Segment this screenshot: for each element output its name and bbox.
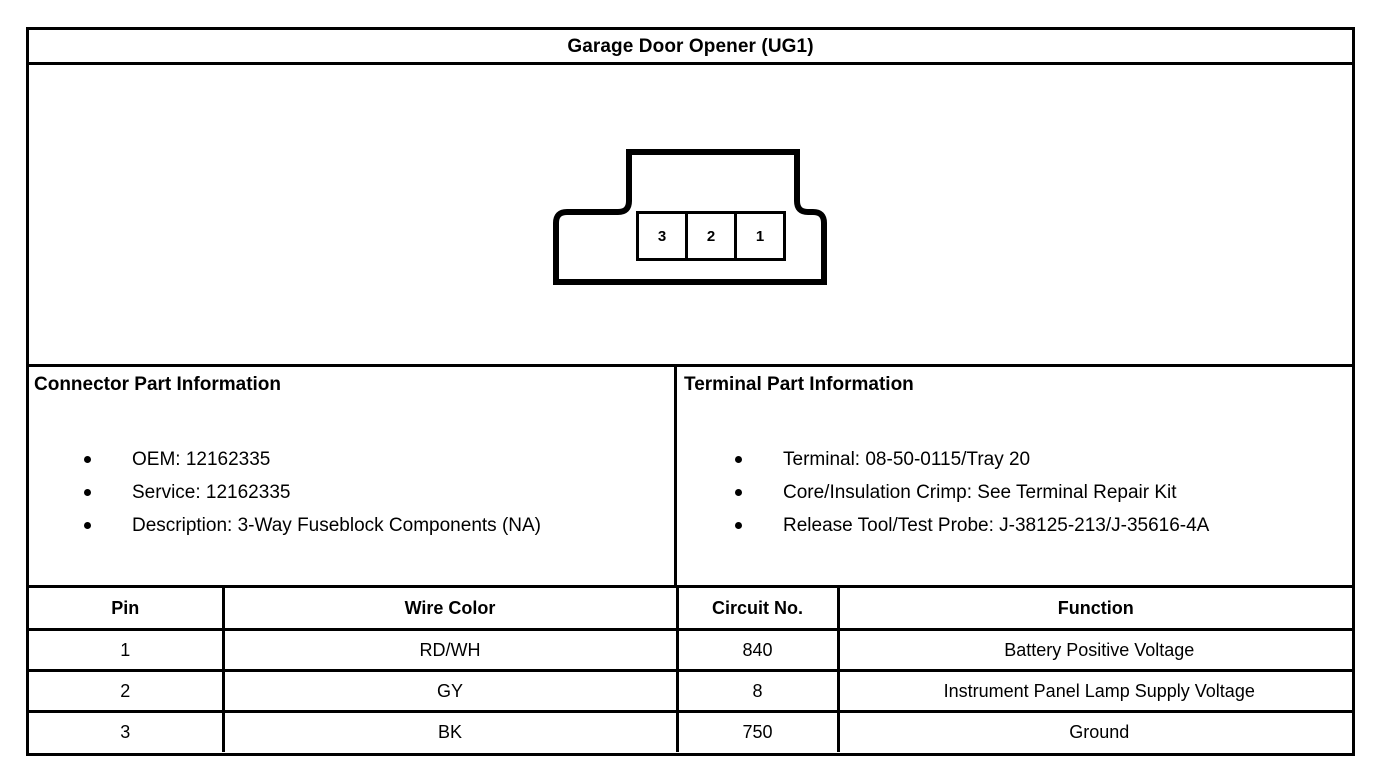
- cell-circuit-no: 8: [677, 670, 840, 713]
- cell-circuit-no: 750: [677, 711, 840, 752]
- connector-part-information-panel: Connector Part Information OEM: 12162335…: [29, 367, 677, 585]
- connector-diagram-panel: 3 2 1: [29, 65, 1352, 367]
- page-title: Garage Door Opener (UG1): [567, 35, 814, 57]
- pin-assignment-table: Pin Wire Color Circuit No. Function 1 RD…: [29, 588, 1352, 752]
- cell-function: Battery Positive Voltage: [838, 629, 1352, 672]
- connector-part-information-heading: Connector Part Information: [34, 374, 282, 395]
- bullet-icon: [84, 522, 91, 529]
- cell-circuit-no: 840: [677, 629, 840, 672]
- connector-cavity-2: 2: [688, 214, 737, 258]
- connector-cavity-3: 3: [639, 214, 688, 258]
- bullet-icon: [735, 489, 742, 496]
- connector-outline-icon: [553, 149, 827, 285]
- cell-pin: 2: [29, 670, 225, 713]
- terminal-number-text: Terminal: 08-50-0115/Tray 20: [783, 449, 1031, 470]
- bullet-icon: [84, 456, 91, 463]
- column-header-wire-color: Wire Color: [223, 588, 679, 631]
- list-item: Release Tool/Test Probe: J-38125-213/J-3…: [735, 509, 1209, 542]
- connector-end-view-sheet: Garage Door Opener (UG1) 3 2 1 Connector…: [26, 27, 1355, 756]
- column-header-function: Function: [838, 588, 1352, 631]
- list-item: Terminal: 08-50-0115/Tray 20: [735, 443, 1209, 476]
- cell-function: Ground: [1069, 722, 1130, 743]
- column-header-circuit-no: Circuit No.: [677, 588, 840, 631]
- table-header-row: Pin Wire Color Circuit No. Function: [29, 588, 1352, 631]
- part-information-panels: Connector Part Information OEM: 12162335…: [29, 367, 1352, 588]
- terminal-part-information-panel: Terminal Part Information Terminal: 08-5…: [677, 367, 1352, 585]
- table-row: 1 RD/WH 840 Battery Positive Voltage: [29, 629, 1352, 672]
- list-item: Core/Insulation Crimp: See Terminal Repa…: [735, 476, 1209, 509]
- sheet-title-bar: Garage Door Opener (UG1): [29, 30, 1352, 65]
- cell-function: Instrument Panel Lamp Supply Voltage: [838, 670, 1352, 713]
- terminal-release-tool-text: Release Tool/Test Probe: J-38125-213/J-3…: [783, 515, 1210, 536]
- connector-cavity-row: 3 2 1: [636, 211, 786, 261]
- bullet-icon: [735, 522, 742, 529]
- connector-oem-text: OEM: 12162335: [132, 449, 271, 470]
- connector-cavity-1: 1: [755, 227, 765, 245]
- cell-pin: 3: [29, 711, 225, 752]
- connector-part-information-list: OEM: 12162335 Service: 12162335 Descript…: [84, 443, 541, 542]
- cell-wire-color: BK: [223, 711, 679, 752]
- terminal-part-information-list: Terminal: 08-50-0115/Tray 20 Core/Insula…: [735, 443, 1209, 542]
- list-item: OEM: 12162335: [84, 443, 541, 476]
- connector-description-text: Description: 3-Way Fuseblock Components …: [132, 515, 541, 536]
- list-item: Service: 12162335: [84, 476, 541, 509]
- table-row: 3 BK 750 Ground: [29, 711, 1352, 752]
- table-row: 2 GY 8 Instrument Panel Lamp Supply Volt…: [29, 670, 1352, 713]
- bullet-icon: [735, 456, 742, 463]
- connector-service-text: Service: 12162335: [132, 482, 291, 503]
- list-item: Description: 3-Way Fuseblock Components …: [84, 509, 541, 542]
- cell-wire-color: RD/WH: [223, 629, 679, 672]
- terminal-crimp-text: Core/Insulation Crimp: See Terminal Repa…: [783, 482, 1177, 503]
- column-header-pin: Pin: [29, 588, 225, 631]
- bullet-icon: [84, 489, 91, 496]
- cell-pin: 1: [29, 629, 225, 672]
- terminal-part-information-heading: Terminal Part Information: [684, 374, 914, 395]
- cell-wire-color: GY: [223, 670, 679, 713]
